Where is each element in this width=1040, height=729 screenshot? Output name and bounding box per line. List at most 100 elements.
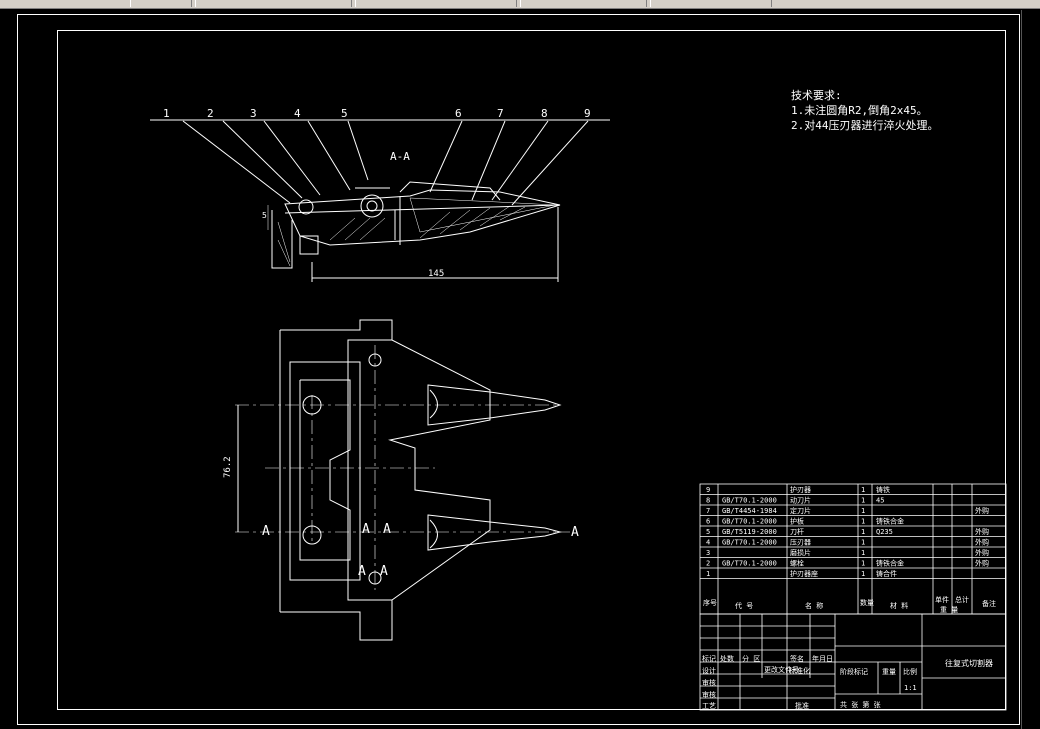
parts-cell-code: GB/T4454-1984 bbox=[722, 507, 777, 515]
parts-header-weight: 重 量 bbox=[940, 606, 958, 614]
balloon-1: 1 bbox=[163, 107, 170, 120]
balloon-labels: 1 2 3 4 5 6 7 8 9 bbox=[163, 107, 591, 120]
parts-cell-material: 铸铁合金 bbox=[876, 517, 904, 526]
parts-cell-name: 压刃器 bbox=[790, 539, 811, 547]
parts-header-no: 序号 bbox=[703, 598, 717, 607]
tb-ratio: 比例 bbox=[903, 667, 917, 676]
tb-zone: 分 区 bbox=[742, 654, 760, 663]
tb-scale: 1:1 bbox=[904, 684, 917, 692]
parts-cell-code: GB/T70.1-2000 bbox=[722, 497, 777, 505]
parts-list-table bbox=[699, 483, 1007, 615]
tb-sheets: 共 张 第 张 bbox=[840, 700, 881, 709]
toolbar-segment[interactable] bbox=[195, 0, 352, 7]
toolbar-segment[interactable] bbox=[130, 0, 192, 7]
tb-std: 标准化 bbox=[789, 666, 810, 675]
parts-cell-no: 5 bbox=[706, 528, 710, 536]
parts-cell-qty: 1 bbox=[861, 507, 865, 515]
parts-cell-qty: 1 bbox=[861, 570, 865, 578]
sheet-outer-border bbox=[17, 14, 1020, 725]
application-toolbar bbox=[0, 0, 1040, 9]
parts-cell-note: 外购 bbox=[975, 548, 989, 557]
balloon-3: 3 bbox=[250, 107, 257, 120]
parts-cell-no: 6 bbox=[706, 518, 710, 526]
parts-cell-no: 2 bbox=[706, 560, 710, 568]
tb-sign: 签名 bbox=[790, 654, 804, 663]
parts-cell-qty: 1 bbox=[861, 497, 865, 505]
tb-review: 审核 bbox=[702, 678, 716, 687]
parts-cell-qty: 1 bbox=[861, 549, 865, 557]
tb-change: 更改文件号 bbox=[764, 665, 799, 674]
dim-vertical: 76.2 bbox=[223, 456, 233, 478]
balloon-9: 9 bbox=[584, 107, 591, 120]
parts-header-qty: 数量 bbox=[860, 598, 874, 607]
parts-cell-material: 铸合件 bbox=[876, 569, 897, 578]
toolbar-segment[interactable] bbox=[520, 0, 647, 7]
tb-approve: 批准 bbox=[795, 701, 809, 710]
vertical-scrollbar[interactable] bbox=[1021, 10, 1040, 729]
parts-cell-material: 铸铁 bbox=[876, 485, 890, 494]
tb-weight: 重量 bbox=[882, 668, 896, 676]
tech-req-title: 技术要求: bbox=[791, 89, 842, 102]
parts-cell-qty: 1 bbox=[861, 539, 865, 547]
balloon-5: 5 bbox=[341, 107, 348, 120]
parts-header-material: 材 料 bbox=[890, 601, 908, 610]
parts-cell-qty: 1 bbox=[861, 486, 865, 494]
balloon-6: 6 bbox=[455, 107, 462, 120]
parts-cell-no: 9 bbox=[706, 486, 710, 494]
section-mark-a: A bbox=[571, 525, 579, 540]
parts-header-code: 代 号 bbox=[735, 601, 753, 610]
parts-cell-material: 45 bbox=[876, 497, 884, 505]
parts-cell-name: 刀杆 bbox=[790, 527, 804, 536]
balloon-4: 4 bbox=[294, 107, 301, 120]
parts-cell-name: 螺栓 bbox=[790, 559, 804, 568]
parts-cell-name: 护刃器 bbox=[790, 485, 811, 494]
parts-header-single: 单件 bbox=[935, 595, 949, 604]
section-mark-a: A bbox=[383, 522, 391, 537]
parts-cell-code: GB/T70.1-2000 bbox=[722, 518, 777, 526]
toolbar-segment[interactable] bbox=[650, 0, 772, 7]
section-mark-a: A bbox=[380, 564, 388, 579]
section-mark-a: A bbox=[262, 524, 270, 539]
parts-cell-qty: 1 bbox=[861, 528, 865, 536]
parts-header-name: 名 称 bbox=[805, 601, 823, 610]
parts-cell-code: GB/T5119-2000 bbox=[722, 528, 777, 536]
parts-cell-code: GB/T70.1-2000 bbox=[722, 539, 777, 547]
parts-cell-no: 7 bbox=[706, 507, 710, 515]
tb-review2: 审核 bbox=[702, 690, 716, 699]
parts-cell-name: 磨损片 bbox=[790, 548, 811, 557]
toolbar-segment[interactable] bbox=[355, 0, 517, 7]
tb-drawing-name: 往复式切割器 bbox=[945, 658, 993, 668]
tb-design: 设计 bbox=[702, 666, 716, 675]
tech-req-item-2: 2.对44压刃器进行淬火处理。 bbox=[791, 119, 939, 132]
tb-date: 年月日 bbox=[812, 654, 833, 663]
parts-cell-qty: 1 bbox=[861, 518, 865, 526]
parts-cell-name: 护板 bbox=[790, 517, 804, 526]
dim-length: 145 bbox=[428, 269, 444, 279]
tb-process: 工艺 bbox=[702, 702, 716, 710]
parts-cell-name: 动刀片 bbox=[790, 496, 811, 505]
tb-mark: 标记 bbox=[702, 654, 716, 663]
parts-cell-no: 1 bbox=[706, 570, 710, 578]
balloon-2: 2 bbox=[207, 107, 214, 120]
section-title: A-A bbox=[390, 150, 410, 163]
parts-cell-note: 外购 bbox=[975, 527, 989, 536]
parts-cell-note: 外购 bbox=[975, 538, 989, 547]
parts-cell-code: GB/T70.1-2000 bbox=[722, 560, 777, 568]
dim-small: 5 bbox=[262, 211, 267, 220]
balloon-7: 7 bbox=[497, 107, 504, 120]
title-block bbox=[699, 613, 1007, 711]
sheet-inner-border bbox=[57, 30, 1006, 710]
parts-cell-no: 8 bbox=[706, 497, 710, 505]
parts-header-total: 总计 bbox=[955, 595, 969, 604]
parts-cell-qty: 1 bbox=[861, 560, 865, 568]
balloon-8: 8 bbox=[541, 107, 548, 120]
technical-requirements: 技术要求: 1.未注圆角R2,倒角2x45。 2.对44压刃器进行淬火处理。 bbox=[791, 88, 939, 133]
parts-cell-no: 3 bbox=[706, 549, 710, 557]
tb-stage: 阶段标记 bbox=[840, 667, 868, 676]
parts-cell-note: 外购 bbox=[975, 559, 989, 568]
section-view-aa: A-A 1 2 3 4 5 6 7 8 9 bbox=[150, 107, 610, 282]
tb-count: 处数 bbox=[720, 654, 734, 663]
parts-cell-note: 外购 bbox=[975, 506, 989, 515]
